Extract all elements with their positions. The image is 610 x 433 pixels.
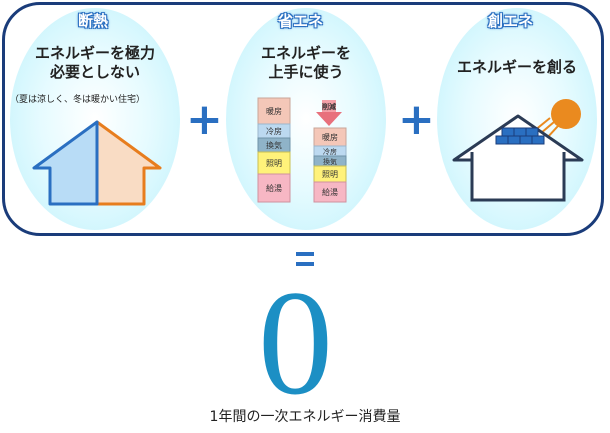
before-lighting-label: 照明	[266, 159, 282, 168]
sun-icon	[551, 99, 581, 129]
energy-saving-title: 省エネ	[278, 12, 324, 30]
after-lighting-label: 照明	[322, 170, 338, 179]
before-column: 暖房 冷房 換気 照明 給湯	[257, 97, 291, 203]
insulation-description: エネルギーを極力 必要としない	[10, 44, 180, 82]
after-column: 暖房 冷房 換気 照明 給湯	[313, 127, 347, 203]
insulation-line1: エネルギーを極力	[34, 44, 155, 62]
equals-bar-top	[296, 252, 314, 256]
energy-saving-line2: 上手に使う	[268, 63, 344, 81]
after-heating-label: 暖房	[322, 132, 338, 142]
plus-sign-1: +	[186, 94, 223, 145]
zero-result: 0	[258, 260, 333, 426]
before-ventilation-label: 換気	[266, 140, 282, 150]
reduction-arrow: 削減	[316, 100, 342, 126]
after-hotwater-block	[313, 181, 347, 203]
energy-creation-title: 創エネ	[488, 12, 534, 30]
after-hotwater-label: 給湯	[322, 187, 338, 197]
after-cooling-label: 冷房	[323, 147, 337, 156]
reduction-label: 削減	[322, 102, 336, 111]
energy-saving-circle	[226, 8, 386, 230]
before-hotwater-block	[257, 173, 291, 203]
before-cooling-label: 冷房	[266, 126, 282, 136]
insulation-line2: 必要としない	[49, 63, 140, 81]
result-caption: 1年間の一次エネルギー消費量	[209, 409, 401, 425]
after-ventilation-label: 換気	[323, 157, 337, 166]
energy-reduction-bars: 暖房 冷房 換気 照明 給湯 削減 暖房 冷房 換気 照明 給湯	[257, 97, 347, 203]
plus-sign-2: +	[398, 94, 435, 145]
solar-panel-icon	[495, 127, 545, 145]
solar-house-icon	[452, 99, 584, 202]
equals-sign	[296, 252, 314, 272]
before-heating-block	[257, 97, 291, 125]
before-hotwater-label: 給湯	[266, 183, 282, 193]
insulation-title: 断熱	[78, 12, 109, 30]
insulated-house-icon	[32, 120, 162, 206]
energy-saving-line1: エネルギーを	[260, 44, 351, 62]
equals-bar-bottom	[296, 262, 314, 266]
energy-creation-description: エネルギーを創る	[456, 58, 577, 76]
before-heating-label: 暖房	[266, 106, 282, 116]
insulation-note: （夏は涼しく、冬は暖かい住宅）	[10, 95, 146, 105]
energy-saving-description: エネルギーを 上手に使う	[226, 44, 386, 82]
